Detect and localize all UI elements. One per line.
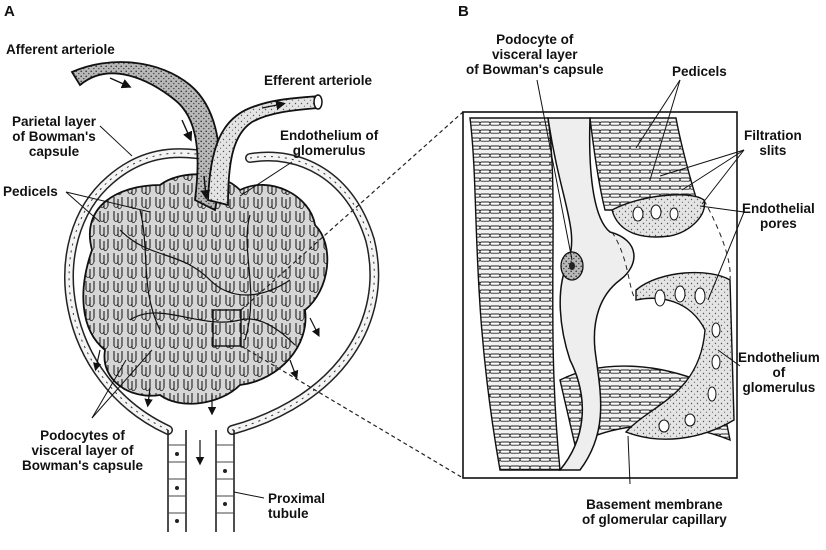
inset-box — [212, 309, 242, 347]
label-proximal-tubule: Proximal tubule — [268, 491, 326, 521]
label-podocytes-visceral: Podocytes of visceral layer of Bowman's … — [22, 428, 143, 473]
label-endothelium-glomerulus-a: Endothelium of glomerulus — [280, 128, 379, 158]
label-afferent-arteriole: Afferent arteriole — [6, 42, 115, 57]
zoom-connector — [240, 111, 464, 479]
label-pedicels-a: Pedicels — [3, 184, 58, 199]
afferent-arteriole — [70, 61, 221, 212]
panel-a-illustration — [64, 61, 380, 532]
label-basement-membrane: Basement membrane of glomerular capillar… — [582, 497, 727, 527]
label-parietal-layer: Parietal layer of Bowman's capsule — [12, 114, 97, 159]
label-podocyte-visceral-b: Podocyte of visceral layer of Bowman's c… — [466, 32, 604, 77]
panel-b-illustration — [462, 111, 738, 479]
label-filtration-slits: Filtration slits — [744, 128, 802, 158]
label-endothelium-glomerulus-b: Endothelium of glomerulus — [738, 350, 820, 395]
panel-label-b: B — [458, 3, 469, 20]
label-efferent-arteriole: Efferent arteriole — [264, 73, 373, 88]
capillary-lower — [624, 271, 735, 440]
panel-label-a: A — [4, 3, 15, 20]
glomerulus — [82, 173, 329, 405]
label-pedicels-b: Pedicels — [672, 64, 727, 79]
label-endothelial-pores: Endothelial pores — [742, 201, 815, 231]
proximal-tubule — [167, 430, 235, 532]
